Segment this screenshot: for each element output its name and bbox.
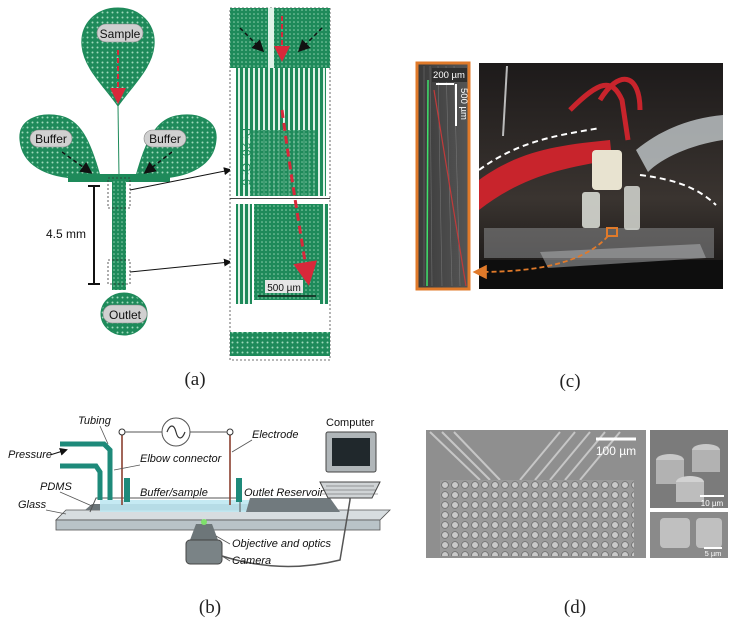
sample-channel xyxy=(117,105,120,177)
panel-c: 200 µm 500 µm (c) xyxy=(415,61,723,392)
label-electrode: Electrode xyxy=(252,429,298,441)
sample-label-bg xyxy=(96,23,144,43)
buffer-right-label: Buffer xyxy=(149,132,181,146)
photo-red-tubing xyxy=(479,140,612,210)
label-pdms: PDMS xyxy=(40,481,72,493)
zoom-buffer-arrow-left xyxy=(239,27,265,53)
zoom-buffer-arrow-right xyxy=(297,27,323,53)
photo-electrode xyxy=(502,65,508,137)
tubing-bottom xyxy=(60,463,103,500)
photo-orange-mark xyxy=(606,227,618,237)
outlet-label: Outlet xyxy=(109,308,142,322)
buffer-right-label-bg xyxy=(143,129,187,148)
photo-connector xyxy=(592,150,622,190)
zoom-box-top xyxy=(107,177,131,209)
strip-red-trace xyxy=(433,89,467,287)
zoom-scale-label: 500 µm xyxy=(267,283,301,294)
main-channel xyxy=(112,180,126,290)
label-pressure: Pressure xyxy=(8,449,52,461)
zoom-pointer-top xyxy=(129,167,232,191)
label-elbow: Elbow connector xyxy=(140,453,223,465)
zoom-pointer-bottom xyxy=(129,258,232,273)
objective-lens xyxy=(190,524,218,540)
junction-bar xyxy=(68,174,170,182)
buffer-right-arrow xyxy=(143,151,173,174)
sem-pillar-array xyxy=(440,480,634,556)
ac-wave-icon xyxy=(166,425,186,439)
outlet-label-bg xyxy=(102,304,148,324)
zoom-panel: P: 20. G: 6 500 µm xyxy=(229,7,331,361)
label-tubing: Tubing xyxy=(78,415,112,427)
strip-green-trace xyxy=(426,79,429,287)
zoom-scale-bg xyxy=(265,280,303,293)
label-objective: Objective and optics xyxy=(232,538,332,550)
buffer-left-arrow xyxy=(61,151,93,174)
sem-bottom-scale-label: 5 µm xyxy=(705,549,722,558)
strip-scale-h-label: 200 µm xyxy=(433,70,465,81)
label-computer: Computer xyxy=(326,417,375,429)
camera-body xyxy=(185,539,223,565)
label-outlet-reservoir: Outlet Reservoir xyxy=(244,487,325,499)
caption-d: (d) xyxy=(564,597,586,618)
buffer-sample-channel xyxy=(100,500,260,512)
label-camera: Camera xyxy=(232,555,271,567)
panel-b: Tubing Pressure Elbow connector Electrod… xyxy=(8,415,391,618)
tubing-top xyxy=(60,441,113,500)
caption-a: (a) xyxy=(184,369,205,390)
sem-top-scale-label: 10 µm xyxy=(701,499,724,508)
caption-b: (b) xyxy=(199,597,221,618)
strip-scale-v-label: 500 µm xyxy=(458,88,469,120)
label-buffer-sample: Buffer/sample xyxy=(140,487,208,499)
panel-a: Sample Buffer Buffer Outlet 4.5 mm xyxy=(19,7,331,390)
panel-d: 100 µm 10 µm 5 µm (d) xyxy=(426,430,728,618)
sample-label: Sample xyxy=(100,27,141,41)
buffer-left-label: Buffer xyxy=(35,132,67,146)
camera-cable xyxy=(221,495,351,568)
label-glass: Glass xyxy=(18,499,47,511)
photo-orange-arrow xyxy=(472,235,609,280)
length-label: 4.5 mm xyxy=(46,227,86,241)
buffer-left-label-bg xyxy=(29,129,73,148)
sem-main-scale-label: 100 µm xyxy=(596,444,636,458)
zoom-param-text: P: 20. G: 6 xyxy=(239,128,253,186)
photo-clear-tubing xyxy=(636,115,723,172)
caption-c: (c) xyxy=(559,371,580,392)
